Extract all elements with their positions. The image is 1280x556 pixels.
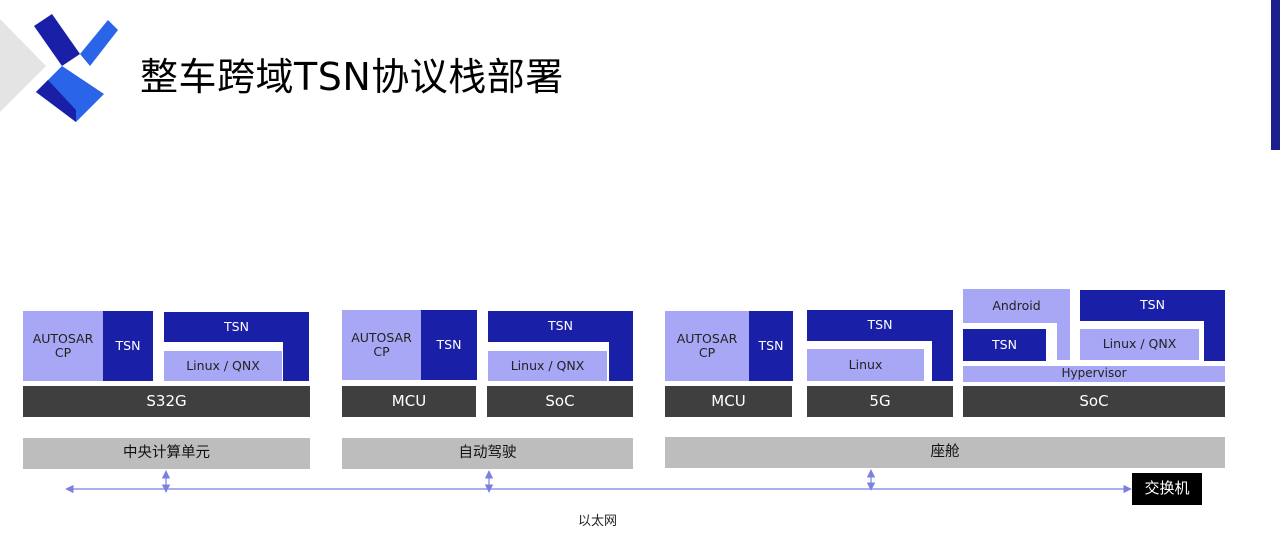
domain-cockpit: 座舱 [665, 437, 1225, 468]
chip-5g: 5G [807, 386, 953, 417]
chip-mcu: MCU [665, 386, 792, 417]
tsn-box: TSN [1080, 290, 1225, 321]
tsn-box-frame [1204, 321, 1225, 361]
tsn-box: TSN [421, 310, 477, 380]
tsn-box: TSN [488, 311, 633, 342]
ethernet-switch: 交换机 [1132, 473, 1202, 505]
android-box: Android [963, 289, 1070, 323]
edge-accent-bar [1271, 0, 1280, 150]
os-box: Linux / QNX [164, 351, 282, 381]
tsn-box-frame [932, 341, 953, 381]
domain-adas: 自动驾驶 [342, 438, 633, 469]
ethernet-label: 以太网 [578, 514, 618, 529]
autosar-cp-box: AUTOSAR CP [342, 310, 421, 380]
page-title: 整车跨域TSN协议栈部署 [140, 55, 564, 99]
chip-soc: SoC [487, 386, 633, 417]
tsn-box: TSN [103, 311, 153, 381]
tsn-box-frame [609, 342, 633, 381]
hypervisor-box: Hypervisor [963, 366, 1225, 382]
tsn-box: TSN [807, 310, 953, 341]
tsn-box: TSN [164, 312, 309, 342]
android-box-frame [1057, 323, 1070, 360]
tsn-box-frame [283, 342, 309, 381]
tsn-box: TSN [963, 329, 1046, 361]
tsn-box: TSN [749, 311, 793, 381]
domain-central-compute: 中央计算单元 [23, 438, 310, 469]
chip-s32g: S32G [23, 386, 310, 417]
os-box: Linux / QNX [1080, 329, 1199, 360]
autosar-cp-box: AUTOSAR CP [665, 311, 749, 381]
autosar-cp-box: AUTOSAR CP [23, 311, 103, 381]
logo [0, 14, 118, 122]
linux-box: Linux [807, 349, 924, 381]
chip-mcu: MCU [342, 386, 476, 417]
os-box: Linux / QNX [488, 351, 607, 381]
chip-soc: SoC [963, 386, 1225, 417]
